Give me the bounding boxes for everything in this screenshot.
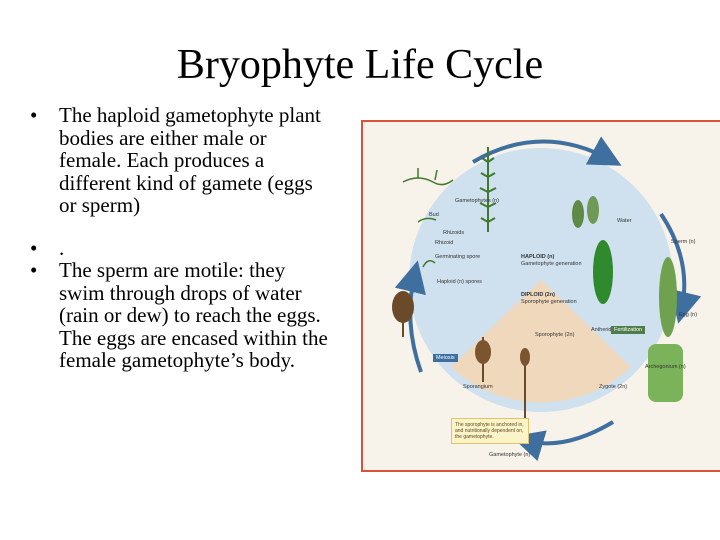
diploid-region (451, 280, 631, 403)
bullet-glyph: • (30, 103, 38, 127)
bullet-glyph: • (30, 258, 38, 282)
cycle-arrow (511, 420, 615, 462)
fertilization-tag: Fertilization (611, 326, 646, 334)
label-egg: Egg (n) (679, 312, 698, 318)
label-haploid-spores: Haploid (n) spores (437, 279, 482, 285)
meiosis-tag: Meiosis (433, 354, 458, 362)
label-sporangium: Sporangium (463, 384, 493, 390)
label-sperm: Sperm (n) (671, 239, 696, 245)
label-archegonium: Archegonium (n) (645, 364, 686, 370)
gametophyte-plant (479, 147, 497, 232)
bullet-glyph: • (30, 235, 38, 260)
label-gametophyte-generation: Gametophyte generation (521, 261, 582, 267)
bullet-text: The haploid gametophyte plant bodies are… (59, 103, 321, 217)
protonema-plant (402, 168, 454, 268)
life-cycle-illustration (392, 136, 702, 462)
bullet-item: • . (30, 235, 330, 260)
bullet-item: • The sperm are motile: they swim throug… (30, 259, 330, 372)
bullet-text: . (59, 235, 65, 260)
label-zygote: Zygote (2n) (599, 384, 628, 390)
label-germinating-spore: Germinating spore (435, 254, 481, 260)
slide-title: Bryophyte Life Cycle (176, 42, 544, 88)
label-sporophyte: Sporophyte (2n) (535, 332, 575, 338)
label-gametophytes: Gametophytes (n) (455, 198, 500, 204)
label-rhizoids: Rhizoids (443, 230, 465, 236)
cycle-arrow (659, 212, 702, 324)
life-cycle-diagram: Bud Gametophytes (n) Rhizoids Rhizoid Ge… (361, 120, 720, 472)
sporophyte-note: The sporophyte is anchored in, and nutri… (451, 418, 529, 444)
label-gametophyte: Gametophyte (n) (489, 452, 531, 458)
bullet-text: The sperm are motile: they swim through … (59, 258, 328, 372)
label-antheridium: Antheridium (n) (591, 327, 629, 333)
label-bud: Bud (429, 212, 439, 218)
label-water: Water (617, 218, 632, 224)
label-diploid-generation: DIPLOID (2n) (521, 292, 555, 298)
bullet-list: • The haploid gametophyte plant bodies a… (30, 104, 330, 372)
cycle-arrow (394, 260, 426, 373)
label-rhizoid: Rhizoid (435, 240, 454, 246)
label-sporophyte-generation: Sporophyte generation (521, 299, 577, 305)
bullet-item: • The haploid gametophyte plant bodies a… (30, 104, 330, 217)
gamete-structures (572, 196, 683, 402)
label-haploid-generation: HAPLOID (n) (521, 254, 555, 260)
